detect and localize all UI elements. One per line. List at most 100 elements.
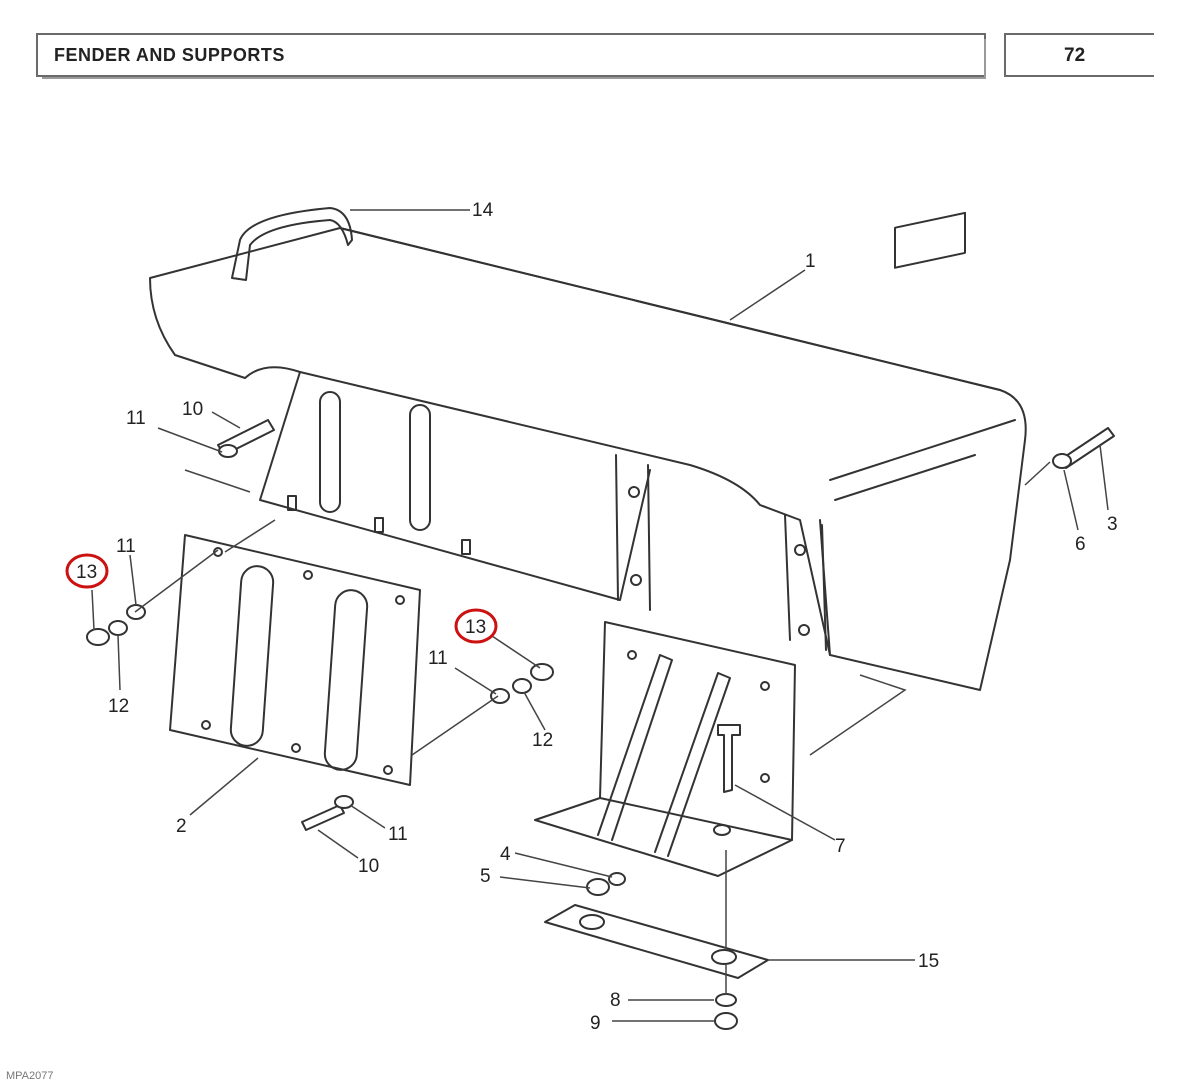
clamp-plate-hole [711,949,737,965]
support-plate-hole [291,743,301,753]
nut-13-left [86,628,110,646]
leader-12a [117,634,121,691]
leader-lines [91,209,1109,1022]
fender-slot-1 [319,391,341,513]
bracket-hole [760,681,770,691]
leader-3 [1099,444,1109,511]
washer-8 [715,993,737,1007]
leader-11d [349,804,386,829]
bracket-hole [760,773,770,783]
phantom-line [134,549,219,613]
bracket-hole [627,650,637,660]
title-box: FENDER AND SUPPORTS [36,33,986,79]
page-number: 72 [1064,45,1086,66]
highlight-circles [65,553,498,644]
bracket-base-hole [713,824,731,836]
callout-13-left: 13 [76,562,97,583]
washer-4 [608,872,626,886]
leader-12b [523,691,546,731]
callout-12-left: 12 [108,696,129,717]
leader-1 [729,269,806,321]
callout-11-right: 11 [428,648,448,669]
callout-5: 5 [480,866,491,887]
phantom-line [184,469,251,493]
bolt-10-bottom [301,804,345,831]
clamp-plate-outline [544,904,769,979]
fender-tab-1 [287,495,297,511]
fender-top-ridge [339,227,1001,391]
washer-12-right [512,678,532,694]
support-plate-slot-1 [229,565,275,747]
callout-10-top: 10 [182,399,203,420]
fender-tab-2 [374,517,384,533]
callout-7: 7 [835,836,846,857]
support-plate-hole [201,720,211,730]
washer-11-bottom [334,795,354,809]
nut-13-right [530,663,554,681]
washer-12-left [108,620,128,636]
nut-5 [586,878,610,896]
callout-14: 14 [472,200,494,221]
phantom-line [1024,461,1051,486]
washer-11-right [490,688,510,704]
fender-hole-2 [630,574,642,586]
nut-9 [714,1012,738,1030]
washer-11-top [218,444,238,458]
page-number-box: 72 [1004,33,1154,77]
leader-4 [514,852,613,878]
callout-9: 9 [590,1013,601,1034]
support-plate-hole [383,765,393,775]
bolt-7 [717,724,741,793]
bracket-base [534,797,793,877]
bracket-part [534,621,796,877]
support-plate-hole [303,570,313,580]
phantom-line [411,695,499,756]
phantom-line [809,674,907,756]
fender-hole-3 [794,544,806,556]
leader-11b [129,554,137,606]
leader-2 [189,757,259,816]
clamp-plate-part [544,904,769,979]
support-plate-outline [169,534,421,786]
leader-5 [499,876,591,889]
bracket-gusset-1 [597,654,673,841]
callout-13-right: 13 [465,617,486,638]
fender-outline [149,227,1027,691]
leader-11a [157,427,223,453]
callout-11-bottom: 11 [388,824,408,845]
callout-12-right: 12 [532,730,553,751]
support-plate-hole [213,547,223,557]
phantom-line [224,519,276,553]
fender-slot-2 [409,404,431,531]
fender-rib-left [615,454,651,611]
callout-8: 8 [610,990,621,1011]
callout-11-left: 11 [116,536,136,557]
callout-10-bottom: 10 [358,856,379,877]
fender-rib-right [784,514,827,651]
leader-10a [211,411,241,429]
leader-7 [734,784,836,841]
support-plate-slot-2 [323,589,369,771]
callout-3: 3 [1107,514,1118,535]
leader-11c [454,667,497,695]
fender-window [894,211,966,269]
leader-13b [491,635,541,669]
callout-15: 15 [918,951,939,972]
diagram-title: FENDER AND SUPPORTS [54,45,285,65]
fender-part [149,211,1027,691]
callout-4: 4 [500,844,511,865]
highlight-circle-13-left [65,553,109,589]
reference-code: MPA2077 [6,1070,54,1082]
clamp-plate-hole [579,914,605,930]
bracket-gusset-2 [654,672,731,857]
washer-6 [1052,453,1072,469]
callout-6: 6 [1075,534,1086,555]
callout-labels: 1 2 3 4 5 6 7 8 9 10 10 11 11 11 11 12 1… [76,200,1118,1034]
leader-13a [91,589,95,631]
fender-tab-3 [461,539,471,555]
fender-hole-1 [628,486,640,498]
handle-part [231,207,353,281]
leader-6 [1063,469,1079,531]
support-plate-hole [395,595,405,605]
